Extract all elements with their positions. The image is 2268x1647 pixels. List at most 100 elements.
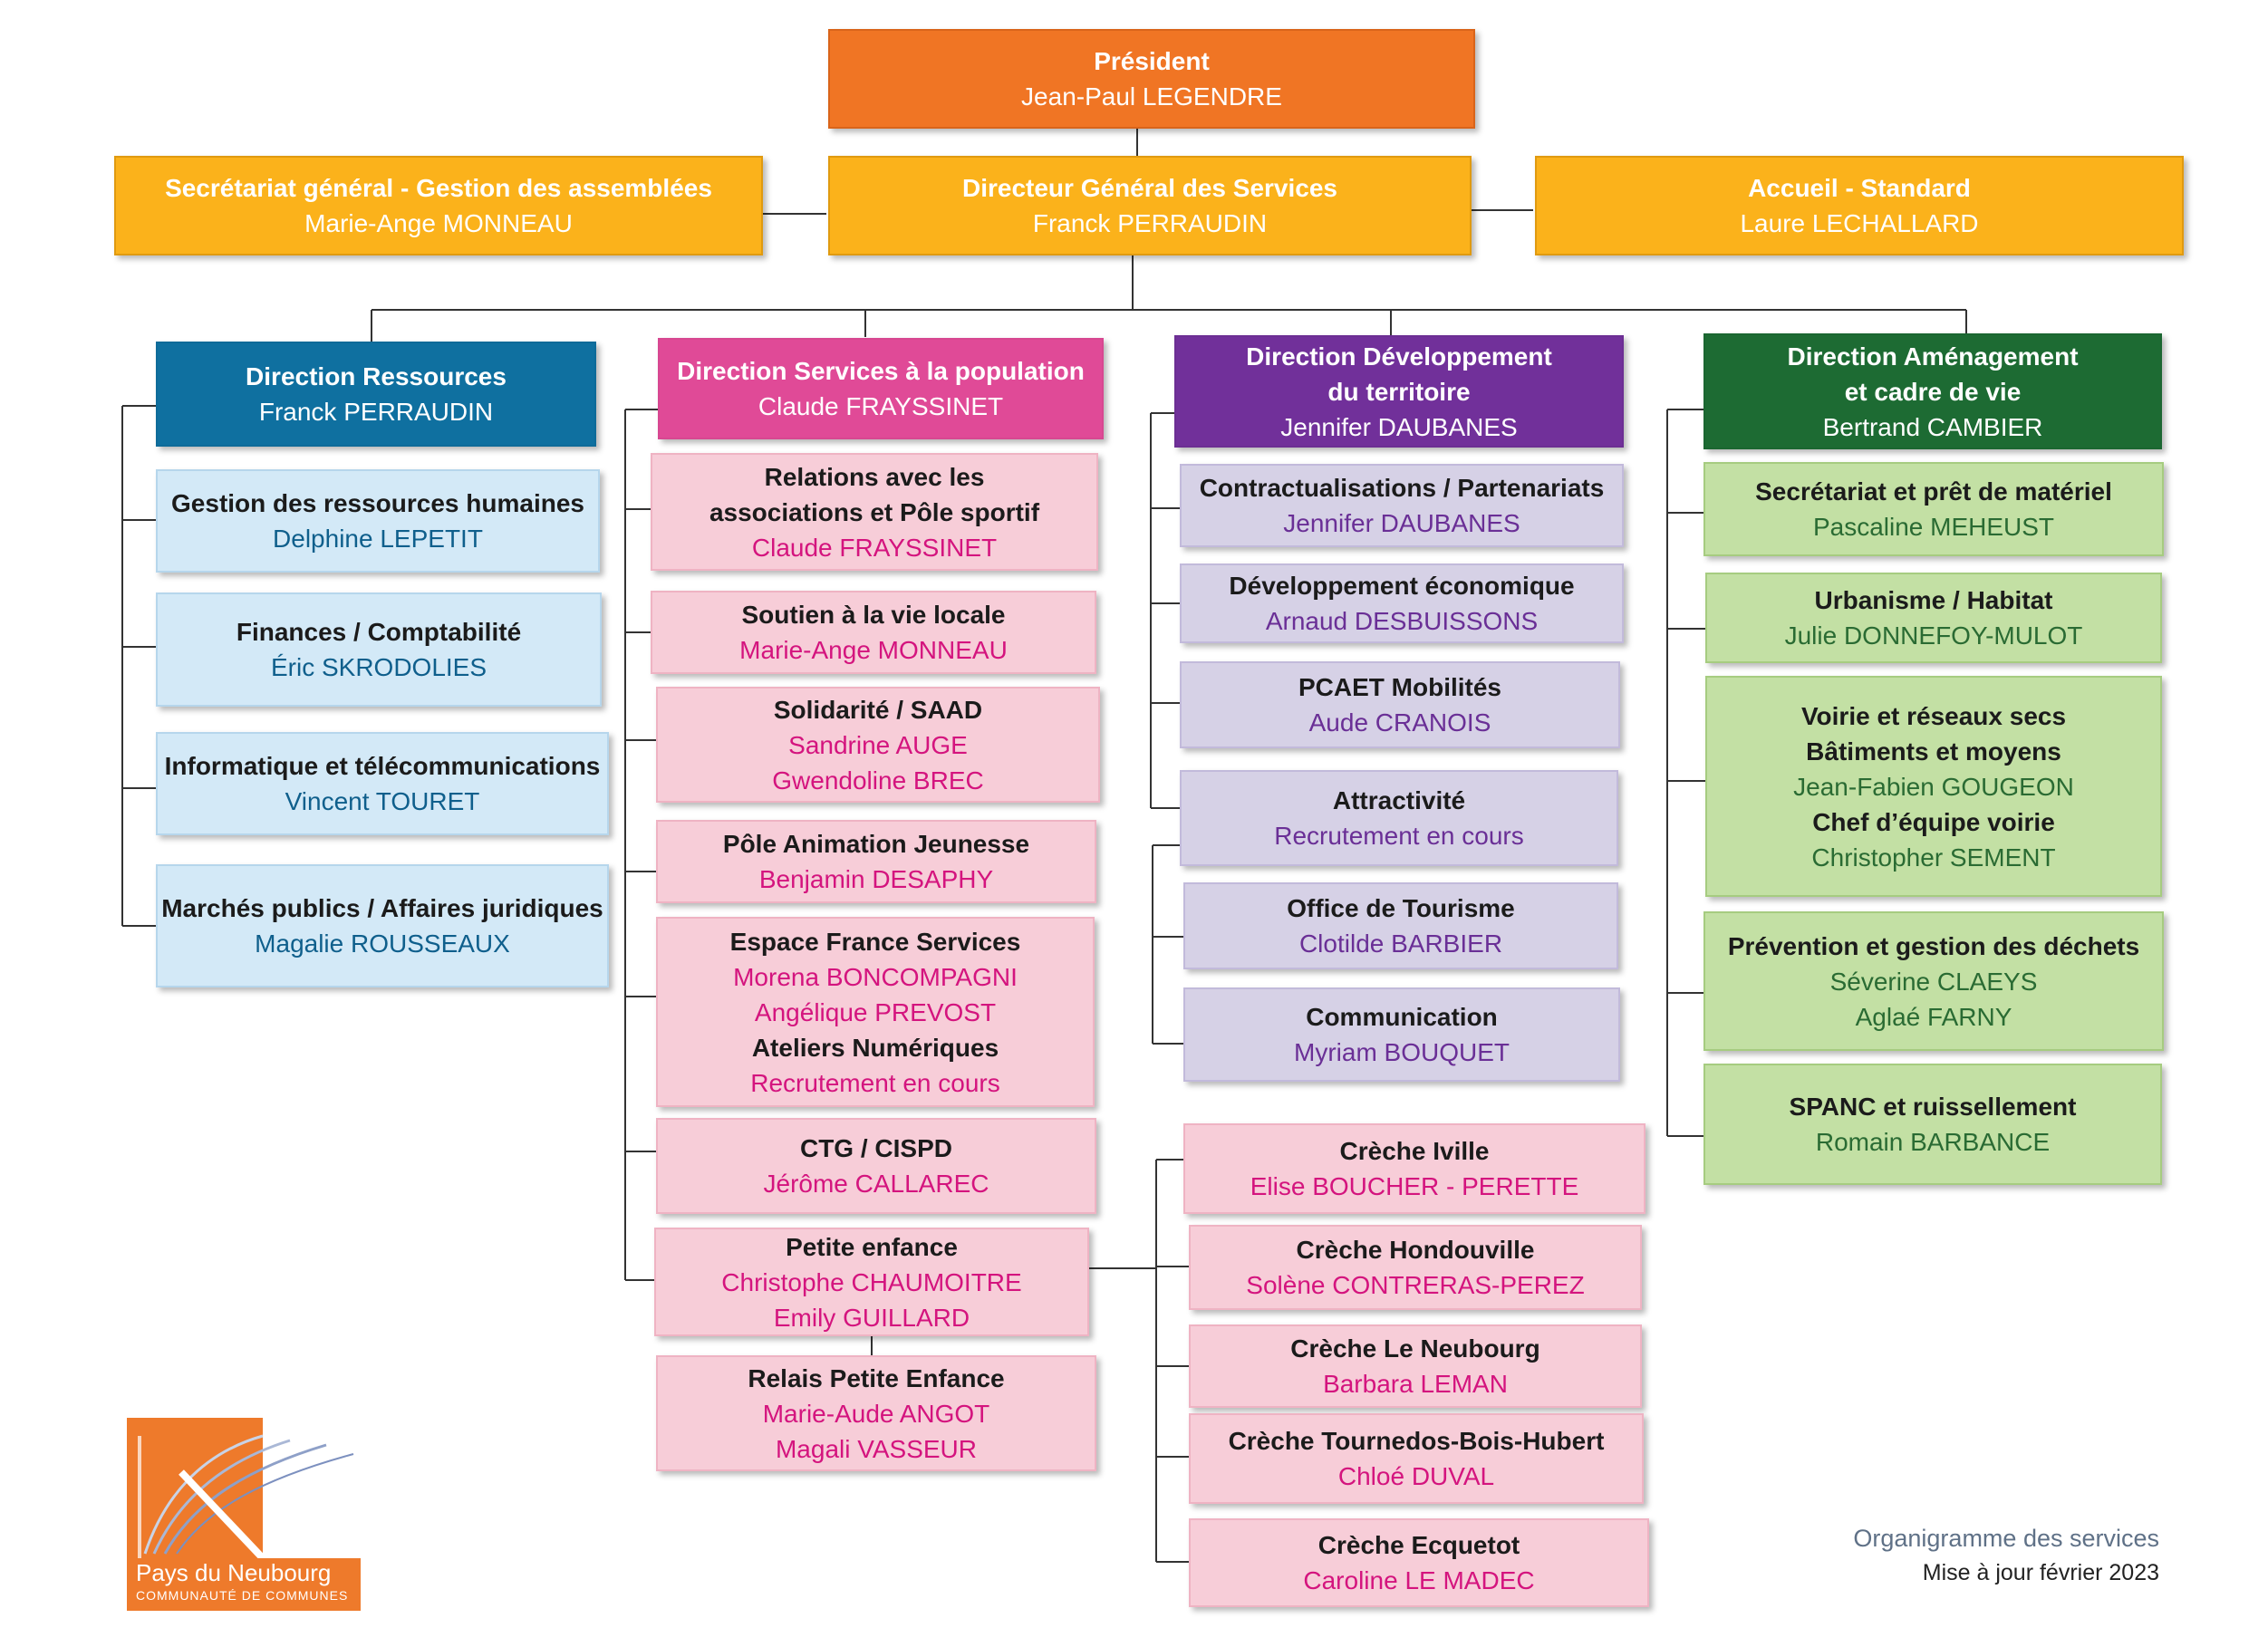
service-pcaet-mobilites: PCAET Mobilités Aude CRANOIS [1180,661,1620,748]
service-title: Prévention et gestion des déchets [1727,931,2140,960]
service-person: Romain BARBANCE [1815,1128,2051,1156]
service-person: Jean-Fabien GOUGEON [1793,772,2074,801]
service-petite-enfance: Petite enfance Christophe CHAUMOITRE Emi… [654,1228,1089,1336]
direction-amenagement-box: Direction Aménagement et cadre de vie Be… [1703,333,2162,449]
direction-developpement-title-line2: du territoire [1327,377,1471,406]
direction-ressources-title: Direction Ressources [246,362,507,390]
accueil-box: Accueil - Standard Laure LECHALLARD [1535,156,2184,255]
service-subtitle: Ateliers Numériques [751,1033,999,1062]
accueil-title: Accueil - Standard [1748,174,1971,202]
direction-ressources-box: Direction Ressources Franck PERRAUDIN [156,342,596,447]
service-person: Clotilde BARBIER [1298,929,1503,958]
service-title: SPANC et ruissellement [1789,1093,2077,1121]
service-person: Morena BONCOMPAGNI [733,962,1018,991]
accueil-name: Laure LECHALLARD [1740,209,1979,237]
service-title: PCAET Mobilités [1298,673,1501,701]
service-person: Gwendoline BREC [772,766,984,795]
creche-title: Crèche Le Neubourg [1290,1334,1540,1363]
direction-amenagement-title-line1: Direction Aménagement [1787,342,2079,371]
direction-amenagement-name: Bertrand CAMBIER [1822,412,2043,441]
service-relais-petite-enfance: Relais Petite Enfance Marie-Aude ANGOT M… [656,1355,1096,1471]
service-espace-france-services: Espace France Services Morena BONCOMPAGN… [656,917,1095,1107]
direction-developpement-box: Direction Développement du territoire Je… [1174,335,1624,448]
service-urbanisme-habitat: Urbanisme / Habitat Julie DONNEFOY-MULOT [1705,573,2162,663]
direction-developpement-title-line1: Direction Développement [1246,342,1552,371]
service-voirie-batiments: Voirie et réseaux secs Bâtiments et moye… [1705,676,2162,897]
service-person: Pascaline MEHEUST [1812,513,2055,541]
service-title: Relais Petite Enfance [748,1363,1005,1392]
service-informatique: Informatique et télécommunications Vince… [156,732,609,835]
service-person: Angélique PREVOST [754,997,997,1026]
service-person: Emily GUILLARD [773,1303,970,1332]
logo-text: Pays du Neubourg COMMUNAUTÉ DE COMMUNES [127,1558,361,1611]
service-title: Secrétariat et prêt de matériel [1755,477,2112,506]
service-title: Soutien à la vie locale [741,601,1006,629]
service-person: Aglaé FARNY [1855,1002,2012,1031]
president-name: Jean-Paul LEGENDRE [1021,82,1282,111]
service-title: Office de Tourisme [1287,894,1515,922]
creche-le-neubourg: Crèche Le Neubourg Barbara LEMAN [1189,1324,1642,1408]
service-title-line2: associations et Pôle sportif [709,497,1040,526]
president-title: Président [1094,47,1210,75]
service-attractivite: Attractivité Recrutement en cours [1180,770,1618,866]
service-person: Recrutement en cours [750,1068,1000,1097]
creche-person: Chloé DUVAL [1337,1462,1495,1490]
service-person: Myriam BOUQUET [1294,1038,1510,1066]
service-communication: Communication Myriam BOUQUET [1183,987,1620,1082]
service-person: Christophe CHAUMOITRE [721,1267,1022,1296]
service-title: Développement économique [1229,572,1575,600]
chart-caption: Organigramme des services [1853,1525,2159,1552]
pays-du-neubourg-logo [127,1418,354,1561]
logo-line1: Pays du Neubourg [136,1559,332,1586]
creche-ecquetot: Crèche Ecquetot Caroline LE MADEC [1189,1518,1649,1607]
direction-ressources-name: Franck PERRAUDIN [258,398,494,426]
service-title: Attractivité [1332,786,1466,814]
secretariat-title: Secrétariat général - Gestion des assemb… [165,174,712,202]
logo-line2: COMMUNAUTÉ DE COMMUNES [136,1588,349,1603]
service-title: Informatique et télécommunications [164,752,601,780]
president-box: Président Jean-Paul LEGENDRE [828,29,1475,129]
creche-title: Crèche Tournedos-Bois-Hubert [1228,1427,1605,1455]
creche-tournedos-bois-hubert: Crèche Tournedos-Bois-Hubert Chloé DUVAL [1189,1413,1644,1504]
service-title: CTG / CISPD [799,1134,952,1162]
service-person: Marie-Ange MONNEAU [739,636,1008,664]
service-prevention-dechets: Prévention et gestion des déchets Séveri… [1703,911,2164,1051]
secretariat-box: Secrétariat général - Gestion des assemb… [114,156,763,255]
service-subtitle: Chef d’équipe voirie [1812,807,2055,836]
service-title: Espace France Services [729,927,1021,956]
service-person: Magali VASSEUR [775,1434,977,1463]
service-person: Sandrine AUGE [788,730,968,759]
service-marches-publics: Marchés publics / Affaires juridiques Ma… [156,864,609,987]
service-pole-animation-jeunesse: Pôle Animation Jeunesse Benjamin DESAPHY [656,820,1096,903]
update-date: Mise à jour février 2023 [1922,1560,2159,1585]
direction-developpement-name: Jennifer DAUBANES [1280,412,1518,441]
creche-person: Elise BOUCHER - PERETTE [1250,1172,1579,1200]
creche-hondouville: Crèche Hondouville Solène CONTRERAS-PERE… [1189,1225,1642,1310]
creche-person: Caroline LE MADEC [1303,1566,1535,1594]
service-title: Solidarité / SAAD [773,695,983,724]
dgs-name: Franck PERRAUDIN [1032,209,1268,237]
service-title: Gestion des ressources humaines [171,489,584,517]
service-developpement-economique: Développement économique Arnaud DESBUISS… [1180,563,1624,643]
service-title: Pôle Animation Jeunesse [722,830,1030,858]
service-person: Vincent TOURET [285,787,480,815]
service-person: Marie-Aude ANGOT [762,1399,990,1428]
service-title-line2: Bâtiments et moyens [1806,737,2061,766]
creche-title: Crèche Ecquetot [1317,1531,1520,1559]
service-office-tourisme: Office de Tourisme Clotilde BARBIER [1183,882,1618,969]
service-person: Aude CRANOIS [1308,708,1491,737]
direction-population-name: Claude FRAYSSINET [758,392,1004,420]
direction-population-title: Direction Services à la population [677,357,1085,385]
service-title: Urbanisme / Habitat [1814,586,2053,614]
service-person: Claude FRAYSSINET [751,533,998,562]
service-title: Marchés publics / Affaires juridiques [161,894,603,922]
service-person: Delphine LEPETIT [273,525,483,553]
service-ctg-cispd: CTG / CISPD Jérôme CALLAREC [656,1118,1096,1214]
service-person: Julie DONNEFOY-MULOT [1784,621,2083,650]
service-title-line1: Relations avec les [764,462,985,491]
service-title: Finances / Comptabilité [236,618,522,646]
service-spanc-ruissellement: SPANC et ruissellement Romain BARBANCE [1703,1064,2162,1185]
creche-person: Barbara LEMAN [1323,1370,1508,1398]
service-person: Éric SKRODOLIES [270,653,487,681]
